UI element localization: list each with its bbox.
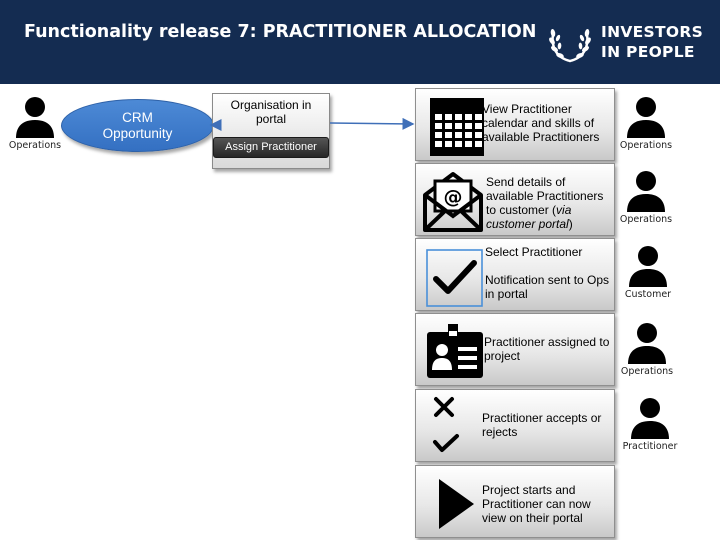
step-select-practitioner: Select Practitioner Notification sent to… xyxy=(415,238,615,311)
org-label-line2: portal xyxy=(255,112,287,126)
actor-label: Customer xyxy=(624,289,672,300)
step1-line3: available Practitioners xyxy=(482,130,600,144)
actor-label: Operations xyxy=(8,140,62,151)
actor-operations-step1: Operations xyxy=(614,95,678,151)
person-icon xyxy=(16,97,54,138)
assign-practitioner-button[interactable]: Assign Practitioner xyxy=(213,137,329,158)
actor-operations-step4: Operations xyxy=(615,321,679,377)
actor-operations-step2: Operations xyxy=(614,169,678,225)
arrow-portal-to-steps xyxy=(329,117,415,130)
step6-line3: view on their portal xyxy=(482,511,583,525)
actor-label: Practitioner xyxy=(622,441,678,452)
actor-customer-step3: Customer xyxy=(616,244,680,300)
actor-operations-start: Operations xyxy=(3,95,67,151)
step2-line3: to customer ( xyxy=(486,203,557,217)
step5-line2: rejects xyxy=(482,425,518,439)
step2-line3-italic: via xyxy=(556,203,572,217)
actor-label: Operations xyxy=(619,214,673,225)
person-icon xyxy=(627,171,665,212)
crm-label-line2: Opportunity xyxy=(102,125,173,141)
step3-line1: Select Practitioner xyxy=(485,245,583,259)
logo-text-line1: INVESTORS xyxy=(601,23,704,41)
header-bar: Functionality release 7: PRACTITIONER AL… xyxy=(0,0,720,84)
laurel-wreath-icon xyxy=(549,29,591,63)
actor-label: Operations xyxy=(619,140,673,151)
page-title: Functionality release 7: PRACTITIONER AL… xyxy=(24,22,537,42)
svg-text:@: @ xyxy=(444,186,463,208)
step-accept-reject: Practitioner accepts or rejects xyxy=(415,389,615,462)
email-envelope-icon: @ xyxy=(423,172,483,232)
step4-line1: Practitioner assigned to xyxy=(484,335,610,349)
actor-label: Operations xyxy=(620,366,674,377)
step4-line2: project xyxy=(484,349,521,363)
organisation-portal-node: Organisation in portal Assign Practition… xyxy=(212,93,330,169)
checkmark-icon xyxy=(426,249,483,307)
id-badge-icon xyxy=(427,324,483,378)
step6-line1: Project starts and xyxy=(482,483,576,497)
step1-line1: View Practitioner xyxy=(482,102,572,116)
step2-line1: Send details of xyxy=(486,175,566,189)
step2-line4-italic: customer portal xyxy=(486,217,569,231)
step-send-details: @ Send details of available Practitioner… xyxy=(415,163,615,236)
person-icon xyxy=(631,398,669,439)
calendar-icon xyxy=(430,98,484,156)
crm-label-line1: CRM xyxy=(122,109,153,125)
crm-opportunity-node[interactable]: CRM Opportunity xyxy=(61,99,214,152)
step1-line2: calendar and skills of xyxy=(482,116,595,130)
step-practitioner-assigned: Practitioner assigned to project xyxy=(415,313,615,386)
person-icon xyxy=(627,97,665,138)
step5-line1: Practitioner accepts or xyxy=(482,411,602,425)
step2-line2: available Practitioners xyxy=(486,189,604,203)
accept-reject-icon xyxy=(433,397,459,452)
step-project-starts: Project starts and Practitioner can now … xyxy=(415,465,615,538)
step-view-calendar: View Practitioner calendar and skills of… xyxy=(415,88,615,161)
person-icon xyxy=(628,323,666,364)
person-icon xyxy=(629,246,667,287)
step3-line2: Notification sent to Ops xyxy=(485,273,610,287)
step3-line3: in portal xyxy=(485,287,528,301)
step6-line2: Practitioner can now xyxy=(482,497,591,511)
play-icon xyxy=(439,479,474,529)
step2-line4-close: ) xyxy=(568,217,573,231)
org-label-line1: Organisation in xyxy=(230,98,312,112)
investors-in-people-logo: INVESTORS IN PEOPLE xyxy=(547,20,707,68)
actor-practitioner-step5: Practitioner xyxy=(618,396,682,452)
logo-text-line2: IN PEOPLE xyxy=(601,43,695,61)
